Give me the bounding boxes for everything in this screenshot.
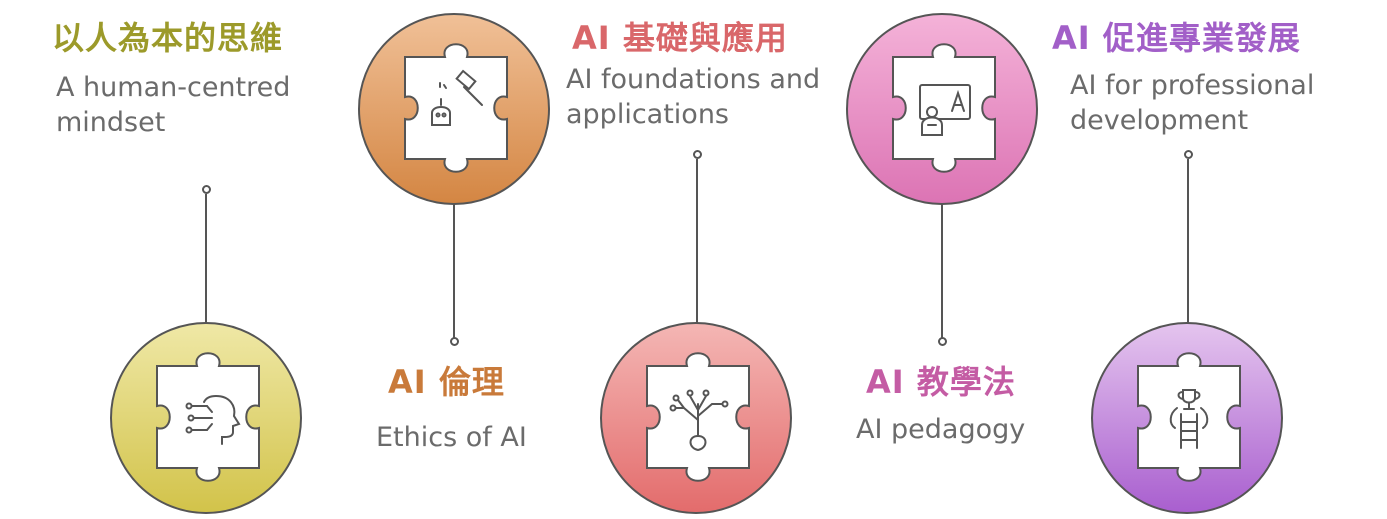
- connector-line: [941, 204, 943, 338]
- subtitle-ethics: Ethics of AI: [376, 422, 527, 453]
- connector-dot: [938, 337, 947, 346]
- title-pedagogy: AI 教學法: [866, 363, 1016, 401]
- puzzle-circle-ethics: [358, 13, 550, 205]
- subtitle-human-centred-line1: A human-centred: [56, 72, 291, 103]
- connector-dot: [202, 185, 211, 194]
- connector-line: [696, 159, 698, 324]
- puzzle-circle-foundations: [600, 322, 792, 514]
- connector-line: [453, 204, 455, 338]
- subtitle-foundations-line1: AI foundations and: [566, 64, 821, 95]
- puzzle-circle-pedagogy: [846, 13, 1038, 205]
- puzzle-circle-human-centred: [110, 322, 302, 514]
- puzzle-piece-icon: [892, 43, 996, 173]
- title-human-centred: 以人為本的思維: [52, 19, 284, 57]
- subtitle-professional-development-line1: AI for professional: [1070, 70, 1315, 101]
- connector-dot: [450, 337, 459, 346]
- human-ai-head-icon: [185, 395, 241, 445]
- connector-dot: [1184, 150, 1193, 159]
- puzzle-circle-professional-development: [1091, 322, 1283, 514]
- title-foundations: AI 基礎與應用: [572, 19, 788, 57]
- puzzle-piece-icon: [1137, 352, 1241, 482]
- gavel-robot-icon: [431, 69, 483, 126]
- title-professional-development: AI 促進專業發展: [1052, 19, 1301, 57]
- trophy-ladder-icon: [1169, 389, 1209, 449]
- robot-teacher-board-icon: [919, 84, 971, 136]
- subtitle-human-centred-line2: mindset: [56, 107, 166, 138]
- connector-line: [1187, 159, 1189, 324]
- ai-network-tree-icon: [669, 389, 729, 452]
- title-ethics: AI 倫理: [388, 363, 505, 401]
- connector-line: [205, 194, 207, 324]
- subtitle-foundations-line2: applications: [566, 99, 730, 130]
- subtitle-professional-development-line2: development: [1070, 105, 1249, 136]
- puzzle-piece-icon: [404, 43, 508, 173]
- connector-dot: [693, 150, 702, 159]
- subtitle-pedagogy: AI pedagogy: [856, 414, 1026, 445]
